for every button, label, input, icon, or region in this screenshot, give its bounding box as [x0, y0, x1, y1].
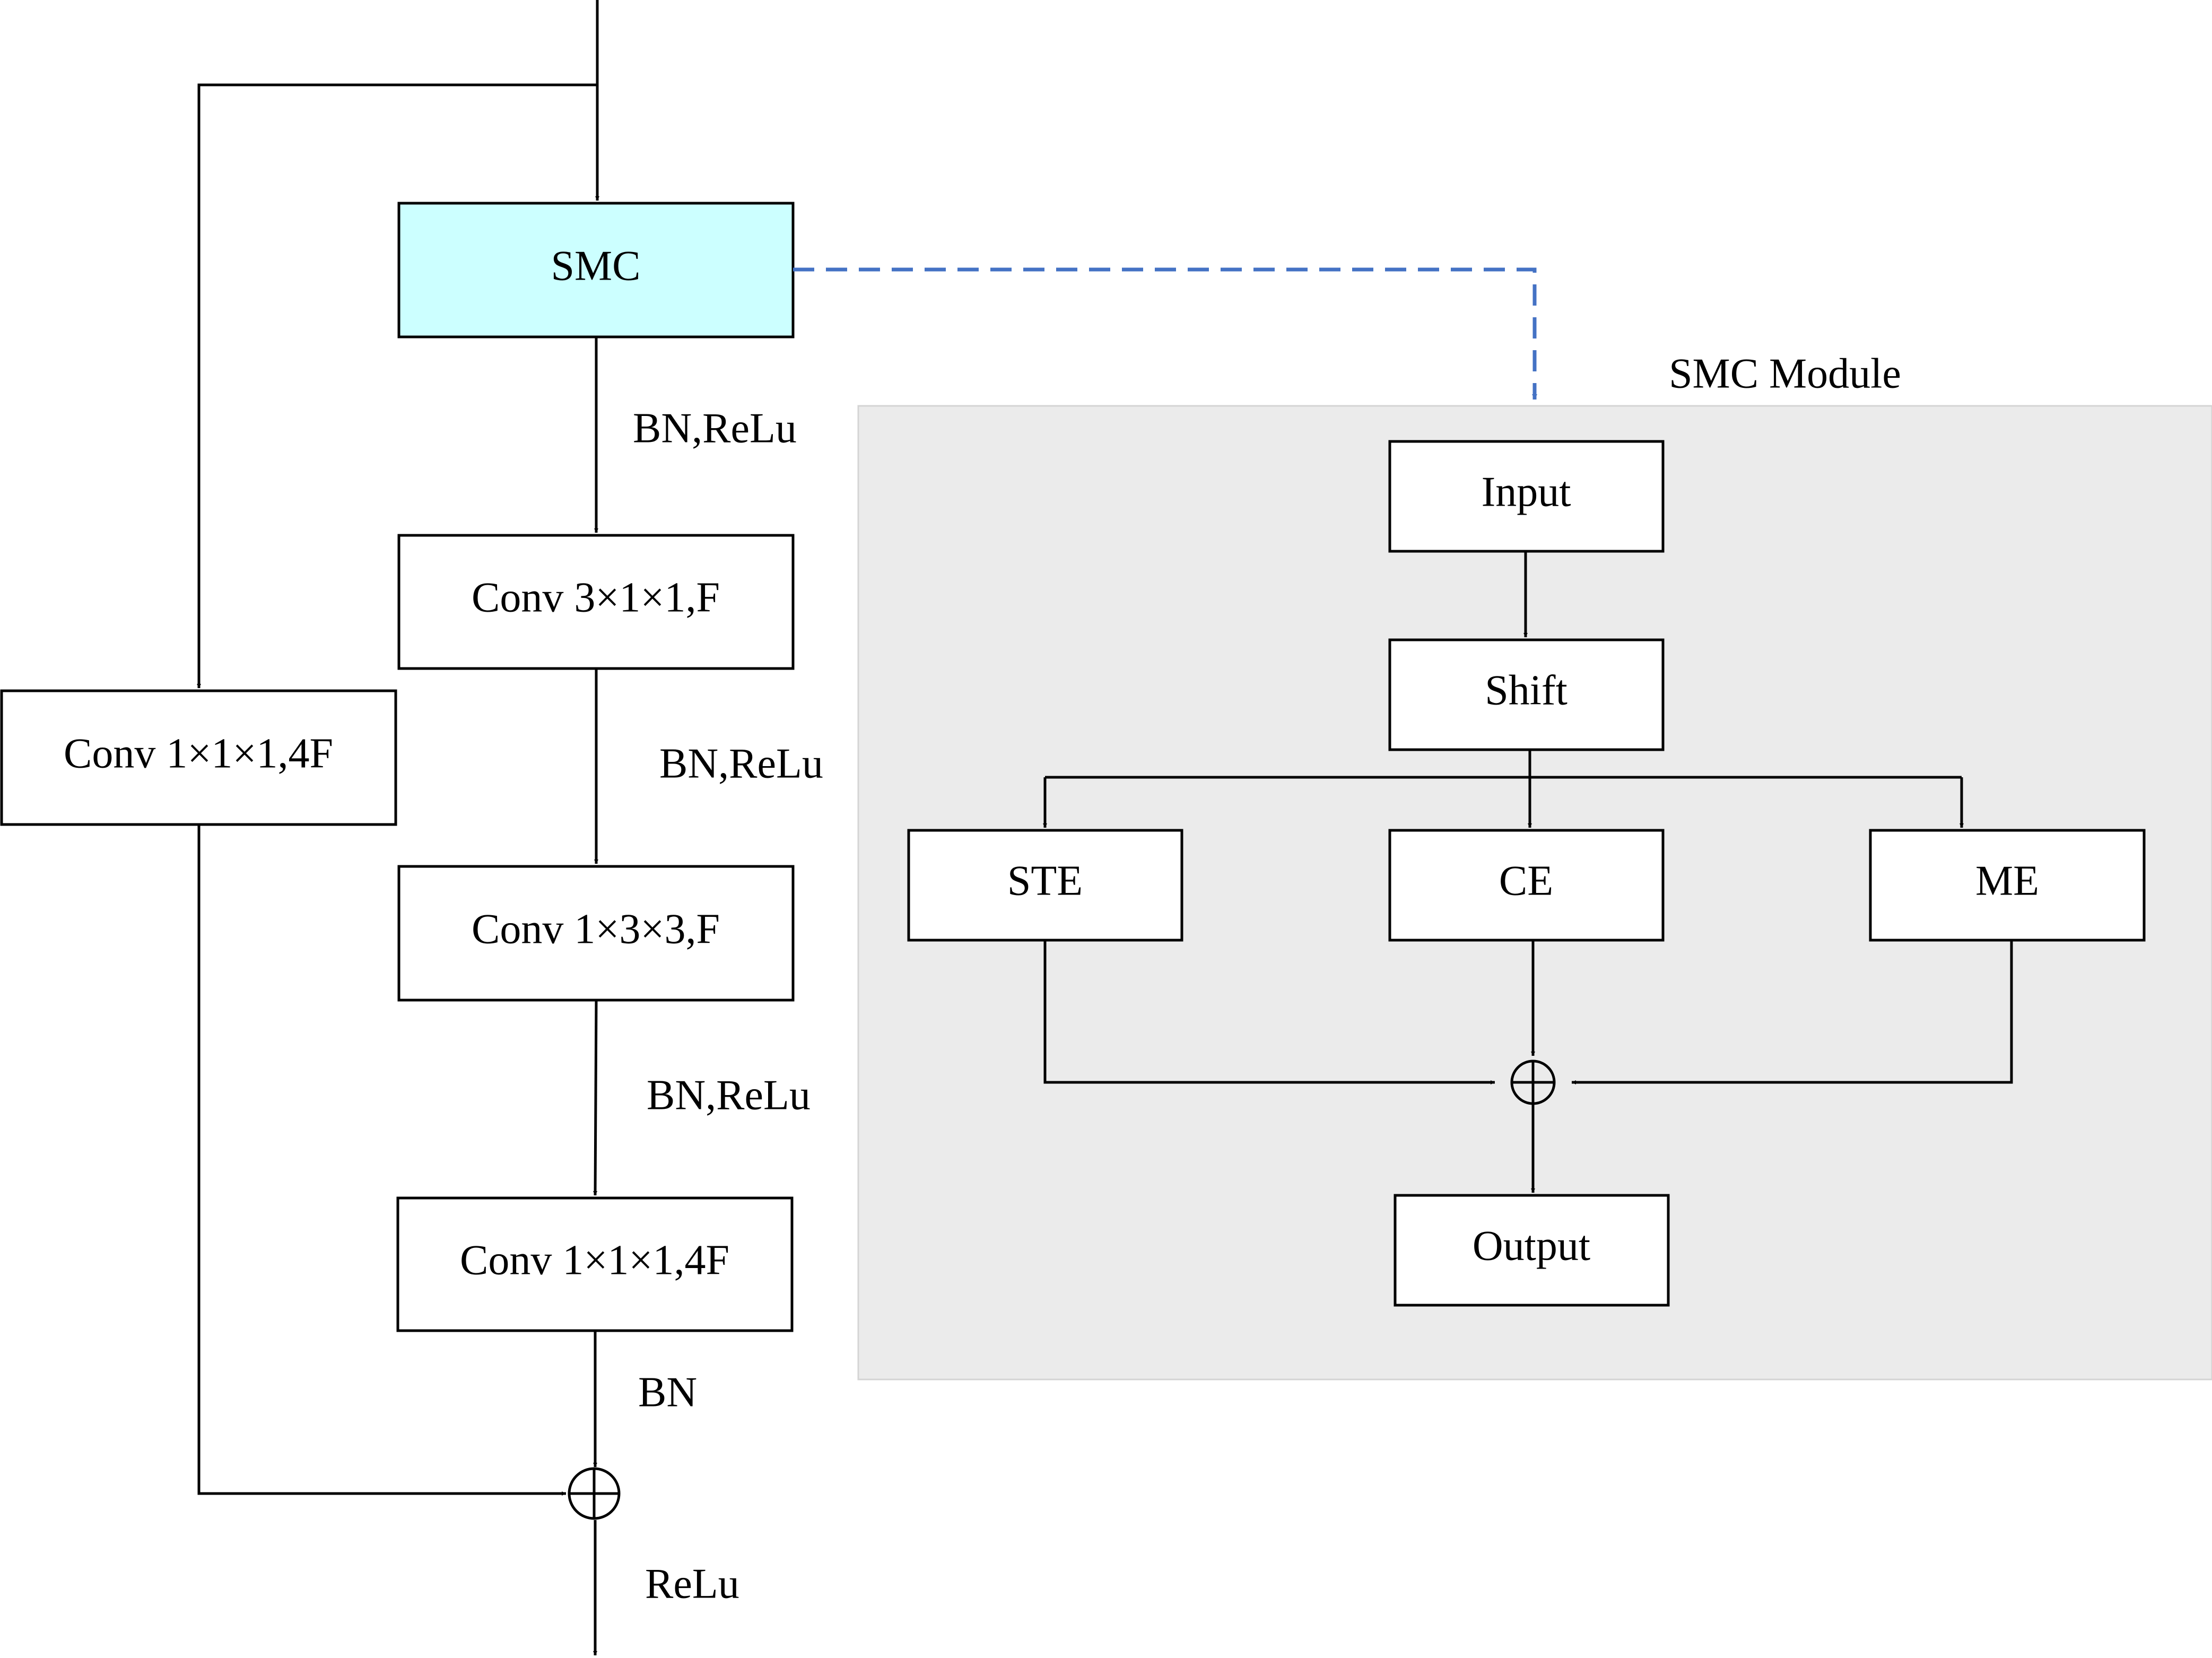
conv-a-box	[397, 534, 795, 670]
shortcut-conv-to-sum-arrow	[197, 825, 566, 1496]
edge-label-bn-relu-1: BN,ReLu	[633, 405, 797, 452]
module-output-box	[1394, 1194, 1670, 1307]
shortcut-conv-box	[0, 689, 397, 826]
me-to-sum-arrow	[1572, 940, 2013, 1084]
smc-module-connectors	[1043, 551, 2013, 1193]
module-me-label: ME	[1975, 857, 2039, 904]
smc-box-label: SMC	[551, 242, 641, 289]
smc-box	[397, 202, 795, 338]
module-output-label: Output	[1473, 1222, 1590, 1269]
edge-label-bn-relu-2: BN,ReLu	[659, 740, 823, 787]
conv-b-box	[397, 865, 795, 1002]
ste-to-sum-arrow	[1043, 940, 1495, 1084]
module-ce-label: CE	[1499, 857, 1553, 904]
module-me-box	[1869, 829, 2146, 942]
module-input-block: Input	[1388, 440, 1665, 553]
shortcut-branch-line	[197, 83, 597, 688]
conv-a-block: Conv 3×1×1,F	[397, 534, 795, 670]
shortcut-conv-label: Conv 1×1×1,4F	[64, 730, 333, 777]
edge-label-bn: BN	[638, 1369, 697, 1416]
smc-to-module-dashed-link	[793, 267, 1537, 400]
shortcut-conv-block: Conv 1×1×1,4F	[0, 689, 397, 826]
conv-c-label: Conv 1×1×1,4F	[460, 1237, 729, 1283]
main-path-connectors	[197, 0, 599, 1655]
module-shift-block: Shift	[1388, 638, 1665, 751]
conv-b-to-conv-c-arrow	[593, 1000, 598, 1196]
module-shift-box	[1388, 638, 1665, 751]
module-ste-box	[907, 829, 1183, 942]
module-me-block: ME	[1869, 829, 2146, 942]
module-input-box	[1388, 440, 1665, 553]
conv-b-block: Conv 1×3×3,F	[397, 865, 795, 1002]
module-output-block: Output	[1394, 1194, 1670, 1307]
module-input-label: Input	[1482, 468, 1571, 515]
edge-label-relu: ReLu	[645, 1560, 739, 1607]
smc-module-title: SMC Module	[1669, 350, 1901, 397]
module-sum-node	[1510, 1060, 1556, 1105]
module-shift-label: Shift	[1485, 667, 1567, 714]
edge-label-bn-relu-3: BN,ReLu	[647, 1072, 811, 1118]
module-ste-label: STE	[1007, 857, 1083, 904]
conv-a-label: Conv 3×1×1,F	[472, 574, 720, 621]
conv-c-block: Conv 1×1×1,4F	[396, 1196, 794, 1332]
smc-block: SMC	[397, 202, 795, 338]
conv-b-label: Conv 1×3×3,F	[472, 906, 720, 952]
module-ste-block: STE	[907, 829, 1183, 942]
main-sum-node	[568, 1467, 621, 1520]
module-ce-block: CE	[1388, 829, 1665, 942]
module-ce-box	[1388, 829, 1665, 942]
conv-c-box	[396, 1196, 794, 1332]
